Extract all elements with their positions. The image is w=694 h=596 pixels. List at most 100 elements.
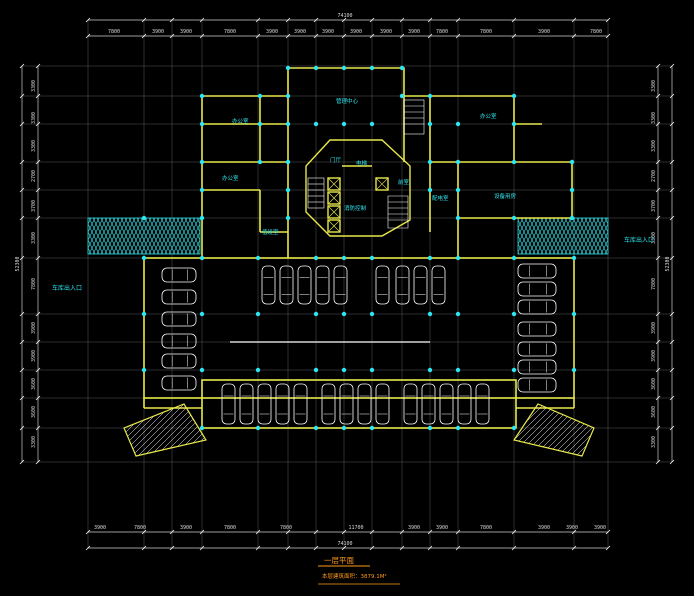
stairs (307, 99, 425, 229)
column-dot (313, 255, 319, 261)
dim-tick (571, 17, 577, 23)
dim-tick (655, 159, 661, 165)
room-label: 值班室 (262, 228, 279, 236)
overall-dim-left: 52300 (15, 256, 21, 271)
dim-tick (35, 93, 41, 99)
room-label: 办公室 (222, 174, 239, 182)
dim-tick (285, 33, 291, 39)
room-label: 消防控制 (344, 204, 367, 212)
dim-tick (605, 33, 611, 39)
column-dot (285, 159, 291, 165)
dim-tick (313, 17, 319, 23)
dim-tick (313, 545, 319, 551)
column-dot (199, 255, 205, 261)
column-dot (569, 187, 575, 193)
dim-tick (313, 529, 319, 535)
column-dot (285, 215, 291, 221)
dim-tick (669, 121, 675, 127)
column-dot (455, 311, 461, 317)
dim-tick (199, 17, 205, 23)
dim-right-label: 3900 (651, 322, 657, 334)
dim-right-label: 3300 (651, 232, 657, 244)
column-dot (313, 121, 319, 127)
dim-left-label: 3600 (31, 378, 37, 390)
dim-tick (605, 545, 611, 551)
dim-tick (571, 545, 577, 551)
dim-tick (285, 529, 291, 535)
dimension-lines (21, 19, 673, 549)
column-dot (455, 215, 461, 221)
dim-tick (199, 529, 205, 535)
column-dot (199, 215, 205, 221)
dim-tick (655, 425, 661, 431)
dim-tick (35, 255, 41, 261)
dim-tick (341, 17, 347, 23)
car-outline (275, 383, 290, 425)
dim-right-label: 3300 (651, 140, 657, 152)
dim-top-label: 3900 (538, 29, 550, 35)
dim-left-label: 2700 (31, 170, 37, 182)
dim-tick (655, 367, 661, 373)
column-dot (511, 121, 517, 127)
dim-tick (341, 545, 347, 551)
left-entrance-label: 车库出入口 (52, 284, 82, 292)
dim-bottom-label: 7800 (224, 525, 236, 531)
parking-spaces (161, 263, 557, 425)
column-dot (285, 187, 291, 193)
dim-tick (169, 545, 175, 551)
car-outline (395, 265, 410, 305)
dim-top-label: 3900 (180, 29, 192, 35)
dim-right-label: 3600 (651, 378, 657, 390)
car-outline (161, 353, 197, 369)
dim-tick (511, 17, 517, 23)
car-outline (221, 383, 236, 425)
dim-tick (655, 121, 661, 127)
dim-tick (255, 33, 261, 39)
dim-tick (169, 33, 175, 39)
dim-tick (669, 425, 675, 431)
dim-right-label: 3600 (651, 406, 657, 418)
column-dot (571, 255, 577, 261)
column-dot (141, 367, 147, 373)
room-label: 配电室 (432, 194, 449, 202)
column-dot (255, 425, 261, 431)
column-dot (141, 311, 147, 317)
column-dot (285, 121, 291, 127)
dim-tick (19, 93, 25, 99)
car-outline (439, 383, 454, 425)
dim-tick (571, 33, 577, 39)
dim-tick (141, 529, 147, 535)
column-dot (455, 121, 461, 127)
dim-tick (655, 395, 661, 401)
car-outline (517, 299, 557, 315)
column-dot (341, 121, 347, 127)
dim-tick (427, 33, 433, 39)
dim-tick (35, 121, 41, 127)
dim-tick (199, 545, 205, 551)
right-entrance-ramp (517, 217, 609, 255)
dim-tick (85, 17, 91, 23)
dim-tick (19, 395, 25, 401)
dim-tick (19, 339, 25, 345)
dim-tick (19, 187, 25, 193)
dim-tick (369, 17, 375, 23)
dim-tick (313, 33, 319, 39)
car-outline (315, 265, 330, 305)
dim-tick (169, 529, 175, 535)
dim-tick (511, 545, 517, 551)
dim-tick (19, 425, 25, 431)
dim-left-label: 7800 (31, 278, 37, 290)
column-dot (511, 311, 517, 317)
column-dot (427, 187, 433, 193)
column-dot (455, 187, 461, 193)
car-outline (321, 383, 336, 425)
car-outline (161, 311, 197, 327)
dim-tick (85, 33, 91, 39)
dim-tick (369, 33, 375, 39)
column-dot (341, 65, 347, 71)
dim-tick (19, 63, 25, 69)
dim-tick (19, 159, 25, 165)
car-outline (413, 265, 428, 305)
dim-bottom-label: 7800 (280, 525, 292, 531)
